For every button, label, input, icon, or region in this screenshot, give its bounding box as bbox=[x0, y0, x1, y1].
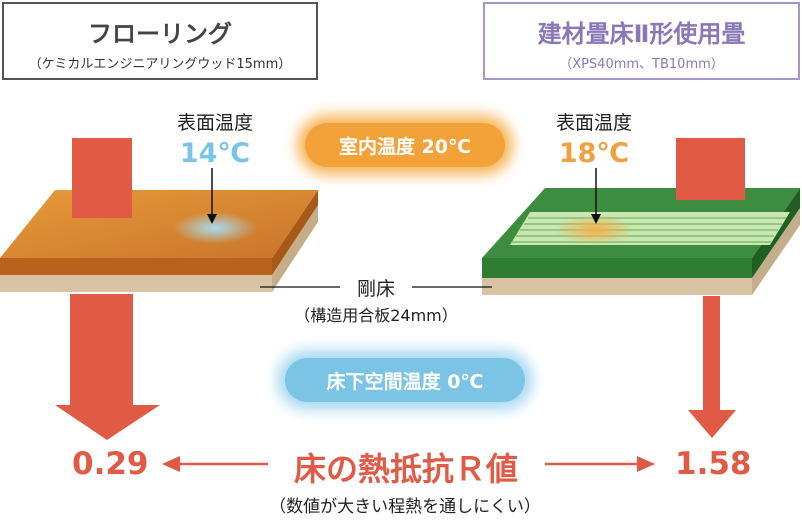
flooring-title: フローリング bbox=[88, 20, 232, 48]
surface-temp-label-left: 表面温度 bbox=[176, 112, 253, 134]
pointer-arrow-right bbox=[591, 214, 601, 224]
surface-temp-left: 14℃ bbox=[179, 138, 251, 169]
r-arrow-left bbox=[162, 456, 268, 472]
tatami-title: 建材畳床Ⅱ形使用畳 bbox=[537, 20, 746, 48]
flooring-subtitle: （ケミカルエンジニアリングウッド15mm） bbox=[28, 57, 292, 72]
pointer-arrow-left bbox=[207, 214, 217, 224]
tatami-subtitle: （XPS40mm、TB10mm） bbox=[559, 57, 724, 72]
surface-temp-label-right: 表面温度 bbox=[555, 112, 632, 134]
flooring-header-box: フローリング （ケミカルエンジニアリングウッド15mm） bbox=[2, 2, 318, 80]
surface-temp-right: 18℃ bbox=[558, 138, 630, 169]
r-value-note: （数値が大きい程熱を通しにくい） bbox=[269, 497, 541, 517]
tatami-board bbox=[482, 188, 800, 295]
heat-loss-arrow-small bbox=[688, 296, 736, 438]
r-value-title: 床の熱抵抗Ｒ値 bbox=[293, 450, 518, 488]
subfloor-label: 剛床 bbox=[356, 278, 395, 300]
r-value-tatami: 1.58 bbox=[675, 446, 752, 482]
subfloor-detail: （構造用合板24mm） bbox=[294, 306, 458, 325]
underfloor-temp-badge: 床下空間温度 0℃ bbox=[285, 358, 525, 402]
heat-source-right bbox=[676, 138, 745, 200]
indoor-temp-badge: 室内温度 20℃ bbox=[305, 123, 505, 167]
tatami-header-box: 建材畳床Ⅱ形使用畳 （XPS40mm、TB10mm） bbox=[483, 2, 800, 80]
heat-source-left bbox=[72, 138, 132, 218]
r-arrow-right bbox=[545, 456, 655, 472]
heat-loss-arrow-large bbox=[55, 294, 160, 440]
flooring-board bbox=[0, 190, 318, 292]
r-value-flooring: 0.29 bbox=[72, 446, 149, 482]
